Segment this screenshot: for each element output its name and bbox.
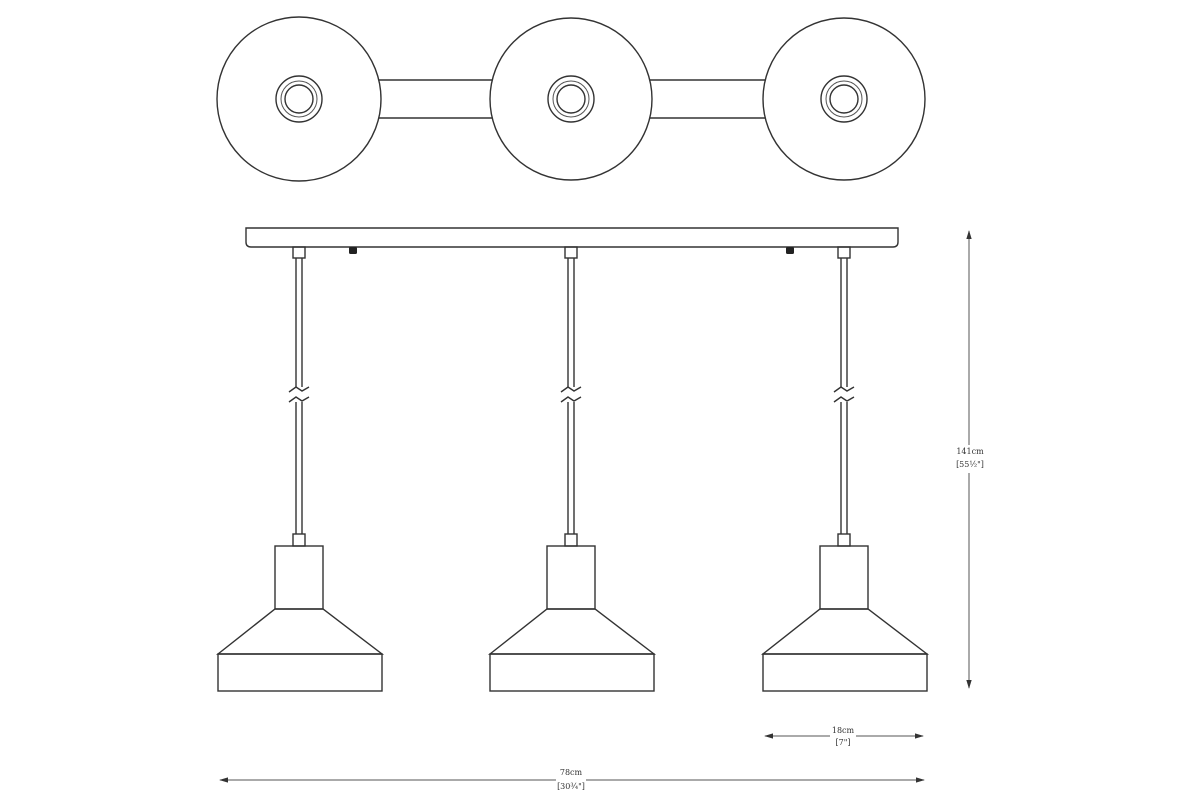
total-width-label-metric: 78cm: [560, 768, 583, 777]
cable-break-mark: [833, 386, 855, 403]
shade-width-dimension: 18cm [7"]: [764, 726, 924, 747]
top-view-disc-right: [762, 17, 926, 181]
top-view-disc-center: [489, 17, 653, 181]
shade-width-label-metric: 18cm: [832, 726, 855, 735]
total-width-label-imperial: [30¾"]: [557, 782, 585, 791]
canopy-screw-right: [786, 247, 794, 254]
top-view-connector-bars: [378, 79, 766, 119]
pendant-left: [215, 246, 385, 692]
height-label-metric: 141cm: [956, 447, 984, 456]
top-view: [216, 16, 926, 182]
cable-break-mark: [288, 386, 310, 403]
top-view-disc-left: [216, 16, 382, 182]
height-label-imperial: [55½"]: [956, 460, 984, 469]
total-width-dimension: 78cm [30¾"]: [219, 768, 925, 794]
pendant-right: [760, 246, 930, 692]
cable-break-mark: [560, 386, 582, 403]
height-dimension: 141cm [55½"]: [956, 230, 984, 689]
shade-width-label-imperial: [7"]: [835, 738, 850, 747]
canopy-plate: [245, 227, 899, 254]
canopy-screw-left: [349, 247, 357, 254]
pendant-center: [487, 246, 657, 692]
